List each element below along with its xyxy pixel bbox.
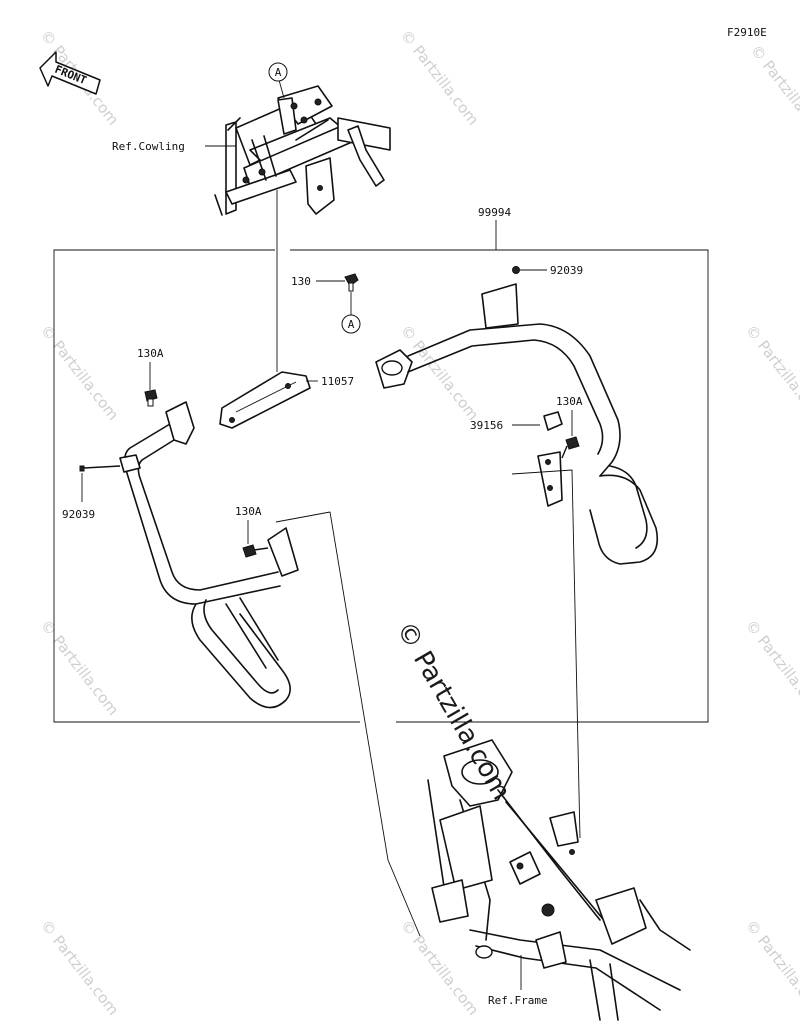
cowling-bracket-illustration — [214, 85, 391, 216]
part-number-bracket: 11057 — [321, 375, 354, 388]
bolt-icon — [561, 436, 580, 459]
watermark: © Partzilla.com — [397, 916, 482, 1018]
watermark: © Partzilla.com — [37, 916, 122, 1018]
figure-code: F2910E — [727, 26, 767, 39]
watermark: © Partzilla.com — [37, 616, 122, 718]
part-number-bolt-right: 130A — [556, 395, 583, 408]
watermark: © Partzilla.com — [742, 916, 800, 1018]
collar-icon — [512, 266, 520, 274]
part-number-bolt-left-top: 130A — [137, 347, 164, 360]
collar-pin-icon — [79, 465, 121, 472]
watermark: © Partzilla.com — [747, 41, 800, 143]
watermark-layer: © Partzilla.com © Partzilla.com © Partzi… — [37, 26, 800, 1018]
left-crash-bar-illustration — [119, 401, 299, 709]
ref-frame-label: Ref.Frame — [488, 994, 548, 1007]
mounting-bracket-illustration — [219, 371, 311, 429]
part-number-bolt-top: 130 — [291, 275, 311, 288]
watermark: © Partzilla.com — [742, 616, 800, 718]
watermark: © Partzilla.com — [397, 321, 482, 423]
watermark: © Partzilla.com — [37, 321, 122, 423]
assembly-frame-box — [53, 220, 709, 723]
part-number-assembly: 99994 — [478, 206, 511, 219]
bolt-icon — [344, 273, 359, 292]
right-crash-bar-illustration — [375, 283, 659, 565]
part-number-cap: 39156 — [470, 419, 503, 432]
callout-a-top: A — [268, 62, 288, 82]
ref-cowling-label: Ref.Cowling — [112, 140, 185, 153]
bolt-icon — [144, 389, 158, 407]
svg-text:A: A — [275, 66, 282, 79]
part-number-collar-right: 92039 — [550, 264, 583, 277]
part-number-collar-left: 92039 — [62, 508, 95, 521]
bolt-icon — [242, 544, 269, 558]
watermark: © Partzilla.com — [742, 321, 800, 423]
svg-text:A: A — [348, 318, 355, 331]
watermark: © Partzilla.com — [397, 26, 482, 128]
part-number-bolt-left-bottom: 130A — [235, 505, 262, 518]
frame-illustration — [427, 739, 691, 1021]
callout-a-bottom: A — [341, 314, 361, 334]
